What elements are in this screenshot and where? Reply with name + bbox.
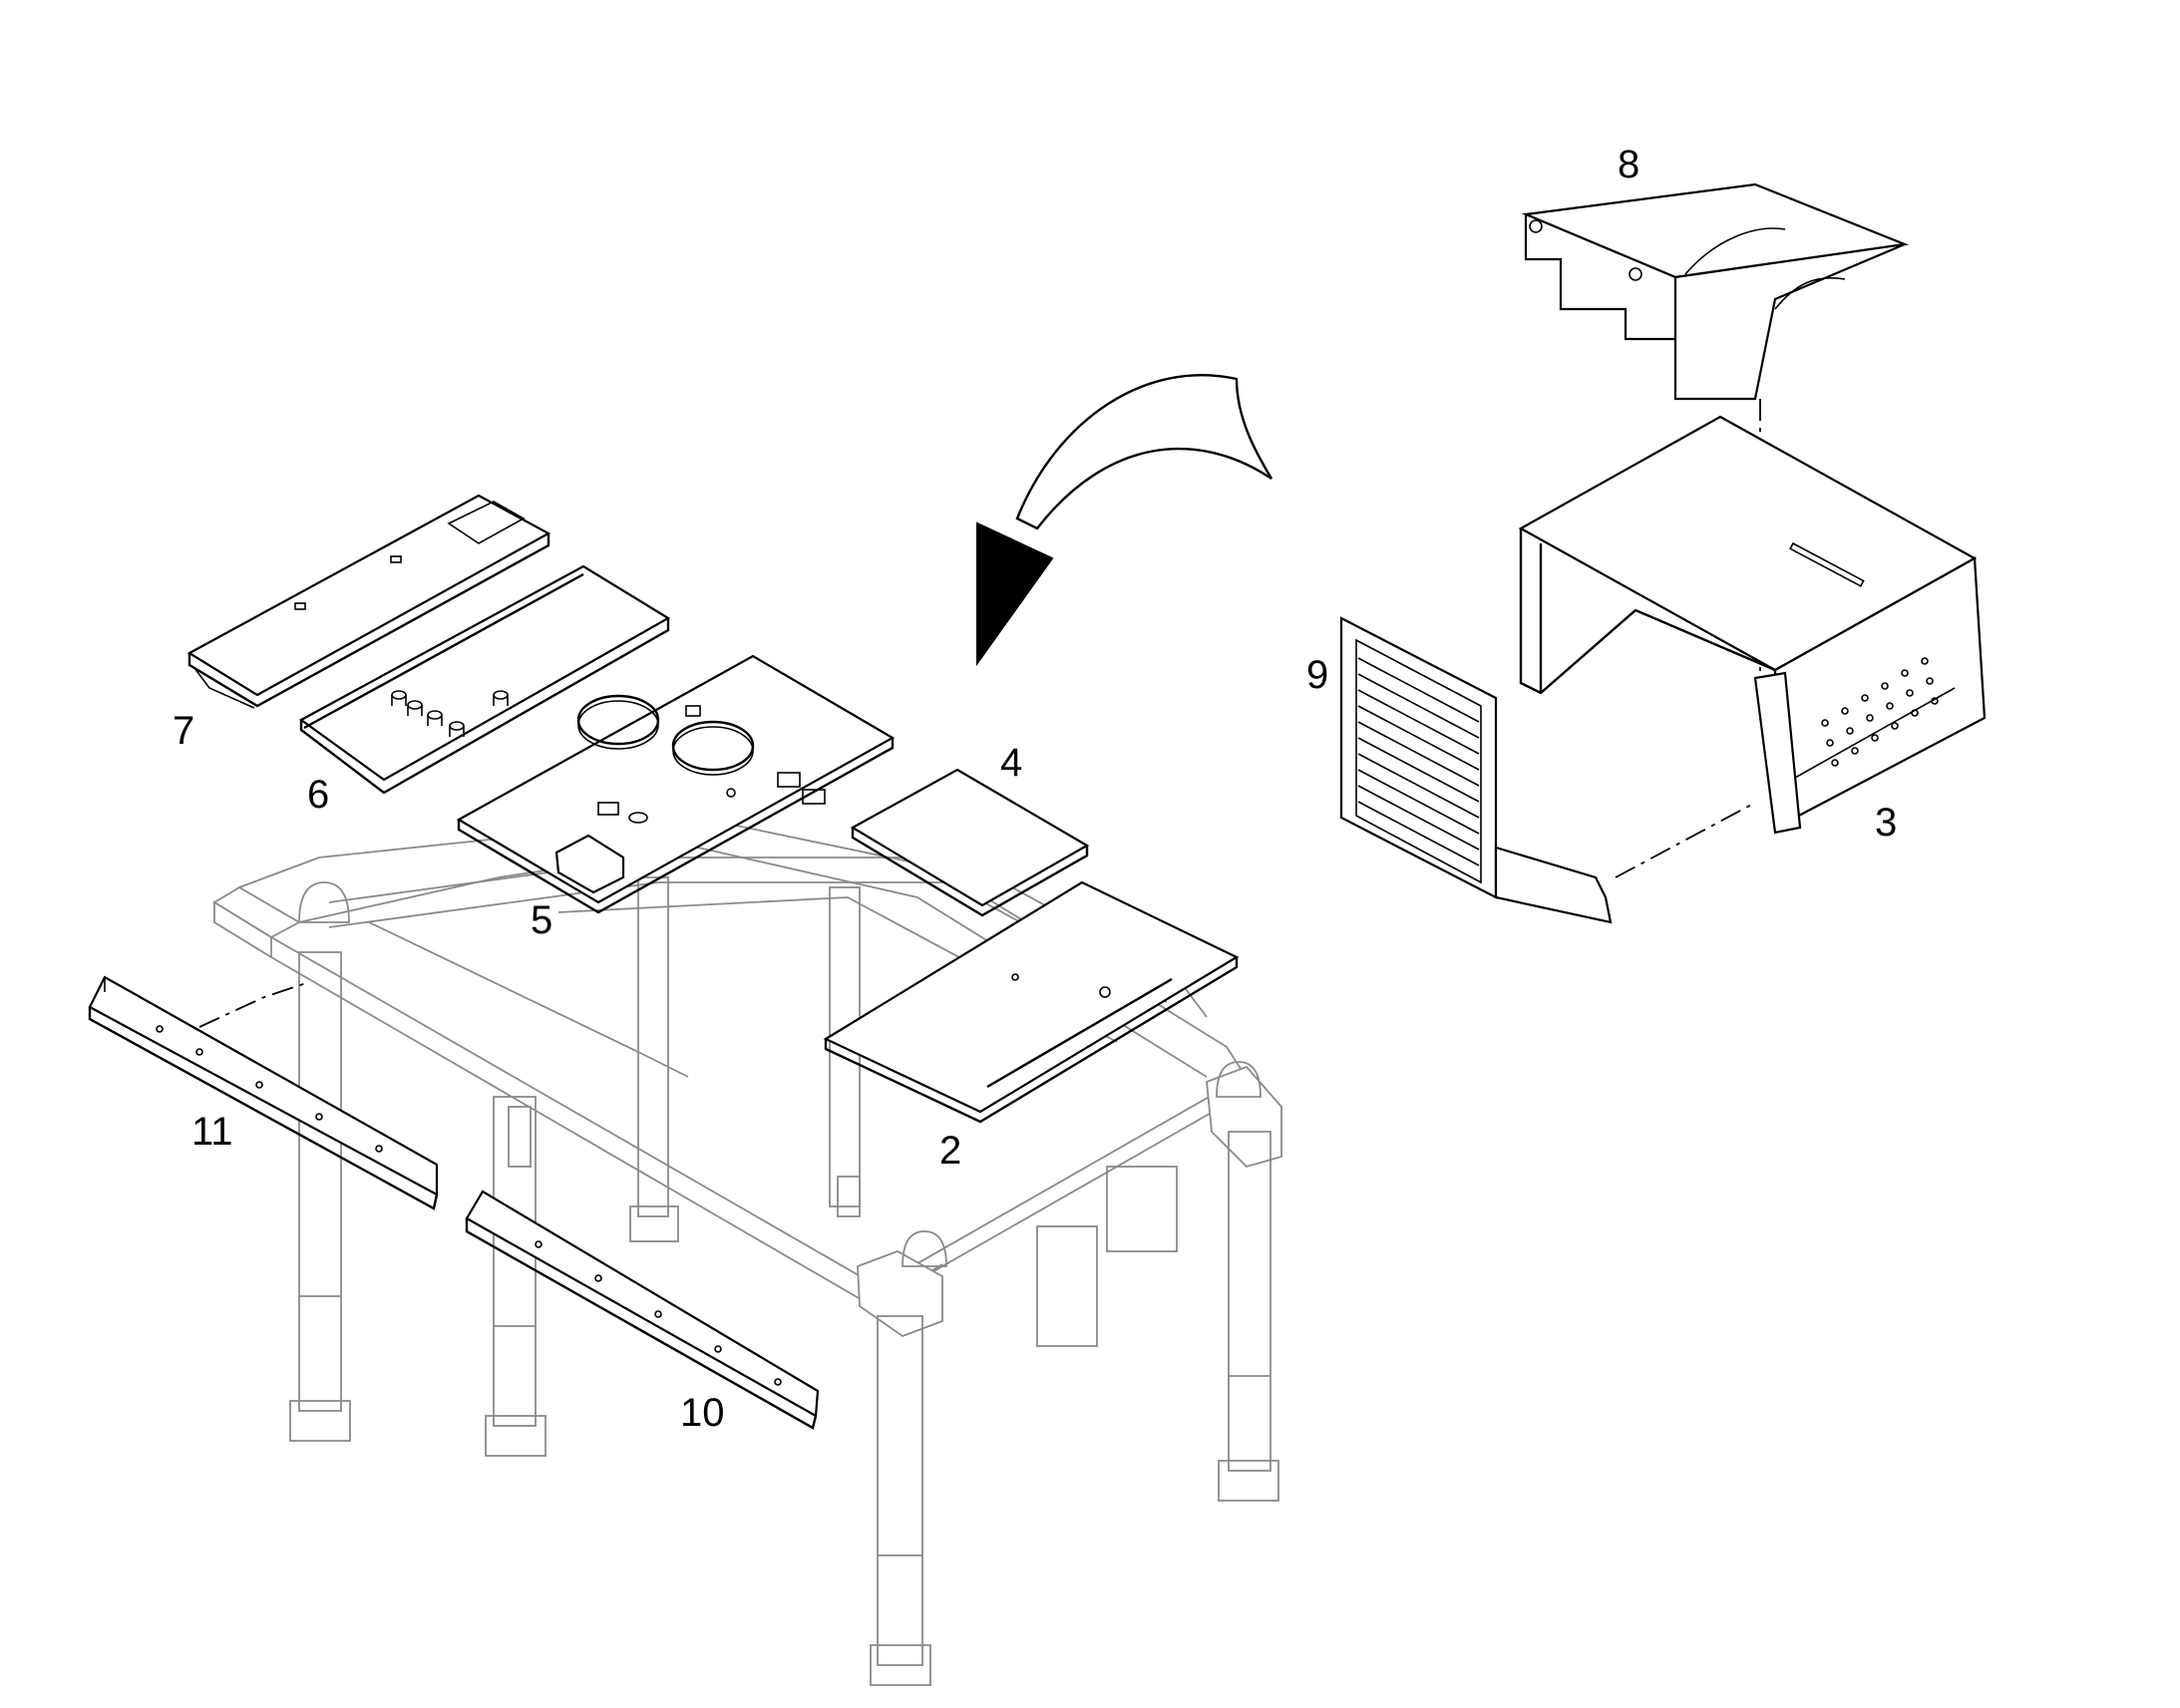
callout-11: 11 [191, 1110, 233, 1154]
rotation-arrow [976, 374, 1273, 667]
callout-4: 4 [1000, 741, 1022, 785]
callout-5: 5 [531, 898, 552, 942]
part-5-base-plate [456, 654, 896, 914]
callout-2: 2 [939, 1129, 961, 1173]
part-4-small-plate [850, 768, 1090, 917]
part-8-hood [1521, 182, 1910, 401]
callout-labels: 2 3 4 5 6 7 8 9 10 11 [173, 143, 1897, 1435]
part-10-angle-rail [465, 1190, 820, 1430]
alignment-line-11 [198, 981, 310, 1028]
callout-6: 6 [307, 773, 329, 817]
part-6-shelf-plate [298, 564, 671, 795]
part-7-top-cover [186, 494, 551, 709]
part-3-housing [1518, 415, 1987, 835]
grille-slats [1357, 657, 1480, 866]
callout-7: 7 [173, 709, 194, 753]
part-9-grille-panel [1339, 616, 1613, 924]
alignment-line-9 [1615, 802, 1756, 878]
callout-10: 10 [680, 1391, 725, 1435]
callout-3: 3 [1875, 801, 1897, 845]
base-frame [212, 817, 1282, 1686]
callout-8: 8 [1618, 143, 1639, 186]
part-11-angle-rail [88, 975, 439, 1210]
part-2-side-plate [823, 880, 1240, 1124]
callout-9: 9 [1306, 653, 1328, 697]
